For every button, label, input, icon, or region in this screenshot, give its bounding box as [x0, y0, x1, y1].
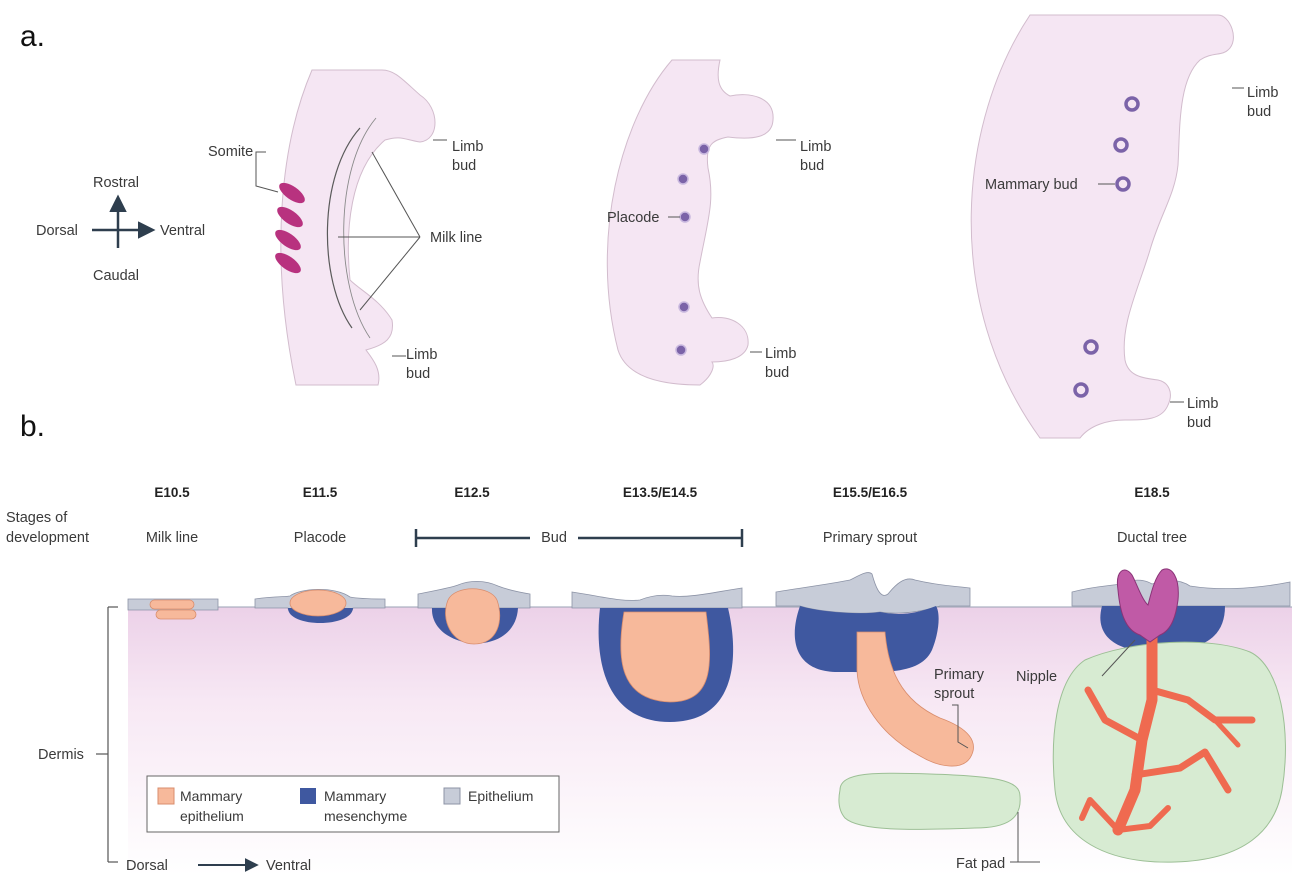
- dorsal-label: Dorsal: [36, 223, 78, 239]
- dermis-label: Dermis: [38, 747, 84, 763]
- stage-name: Milk line: [146, 530, 198, 546]
- limb-bud-label: bud: [452, 158, 476, 174]
- stage-day: E12.5: [454, 485, 490, 500]
- panel-b-label: b.: [20, 410, 45, 443]
- somite-label: Somite: [208, 144, 253, 160]
- primary-sprout-label: Primary: [934, 667, 985, 683]
- dermis-axis: Dermis: [38, 607, 118, 862]
- embryo-body: [971, 15, 1233, 438]
- fat-pad-label: Fat pad: [956, 856, 1005, 872]
- limb-bud-label: Limb: [406, 347, 437, 363]
- primary-sprout-label: sprout: [934, 686, 974, 702]
- legend-swatch-mammary-mesenchyme: [300, 788, 316, 804]
- panel-a-label: a.: [20, 20, 45, 53]
- legend-swatch-epithelium: [444, 788, 460, 804]
- stage-name: Placode: [294, 530, 346, 546]
- dorsal-axis-label: Dorsal: [126, 858, 168, 874]
- limb-bud-label: bud: [800, 158, 824, 174]
- caudal-label: Caudal: [93, 268, 139, 284]
- ventral-label: Ventral: [160, 223, 205, 239]
- legend-label: epithelium: [180, 808, 244, 824]
- limb-bud-label: bud: [1247, 104, 1271, 120]
- limb-bud-label: Limb: [452, 139, 483, 155]
- stage-name: Ductal tree: [1117, 530, 1187, 546]
- legend-swatch-mammary-epithelium: [158, 788, 174, 804]
- limb-bud-label: Limb: [1187, 396, 1218, 412]
- stages-label: Stages of: [6, 510, 68, 526]
- stage-day: E13.5/E14.5: [623, 485, 698, 500]
- stage-day: E11.5: [303, 485, 338, 500]
- stage-day: E10.5: [154, 485, 190, 500]
- ventral-axis-label: Ventral: [266, 858, 311, 874]
- embryo-placode-stage: Placode Limb bud Limb bud: [607, 60, 831, 385]
- stages-label: development: [6, 530, 89, 546]
- limb-bud-label: Limb: [800, 139, 831, 155]
- orientation-compass: Rostral Dorsal Ventral Caudal: [36, 175, 205, 284]
- milk-line-label: Milk line: [430, 230, 482, 246]
- legend-label: mesenchyme: [324, 808, 407, 824]
- limb-bud-label: Limb: [1247, 85, 1278, 101]
- stage-headers: Stages of development E10.5 Milk line E1…: [6, 485, 1187, 547]
- stage-name: Primary sprout: [823, 530, 917, 546]
- limb-bud-label: bud: [1187, 415, 1211, 431]
- stage-day: E18.5: [1134, 485, 1170, 500]
- limb-bud-label: bud: [765, 365, 789, 381]
- stage-day: E15.5/E16.5: [833, 485, 908, 500]
- legend-label: Epithelium: [468, 788, 533, 804]
- embryo-body: [281, 70, 435, 385]
- placode-label: Placode: [607, 210, 659, 226]
- limb-bud-label: Limb: [765, 346, 796, 362]
- nipple-label: Nipple: [1016, 669, 1057, 685]
- limb-bud-label: bud: [406, 366, 430, 382]
- legend: Mammary epithelium Mammary mesenchyme Ep…: [147, 776, 559, 832]
- mammary-bud-label: Mammary bud: [985, 177, 1078, 193]
- legend-label: Mammary: [324, 788, 386, 804]
- bud-bracket-label: Bud: [541, 530, 567, 546]
- legend-label: Mammary: [180, 788, 242, 804]
- embryo-milk-line-stage: Somite Milk line Limb bud Limb bud: [208, 70, 483, 385]
- rostral-label: Rostral: [93, 175, 139, 191]
- embryo-mammary-bud-stage: Mammary bud Limb bud Limb bud: [971, 15, 1278, 438]
